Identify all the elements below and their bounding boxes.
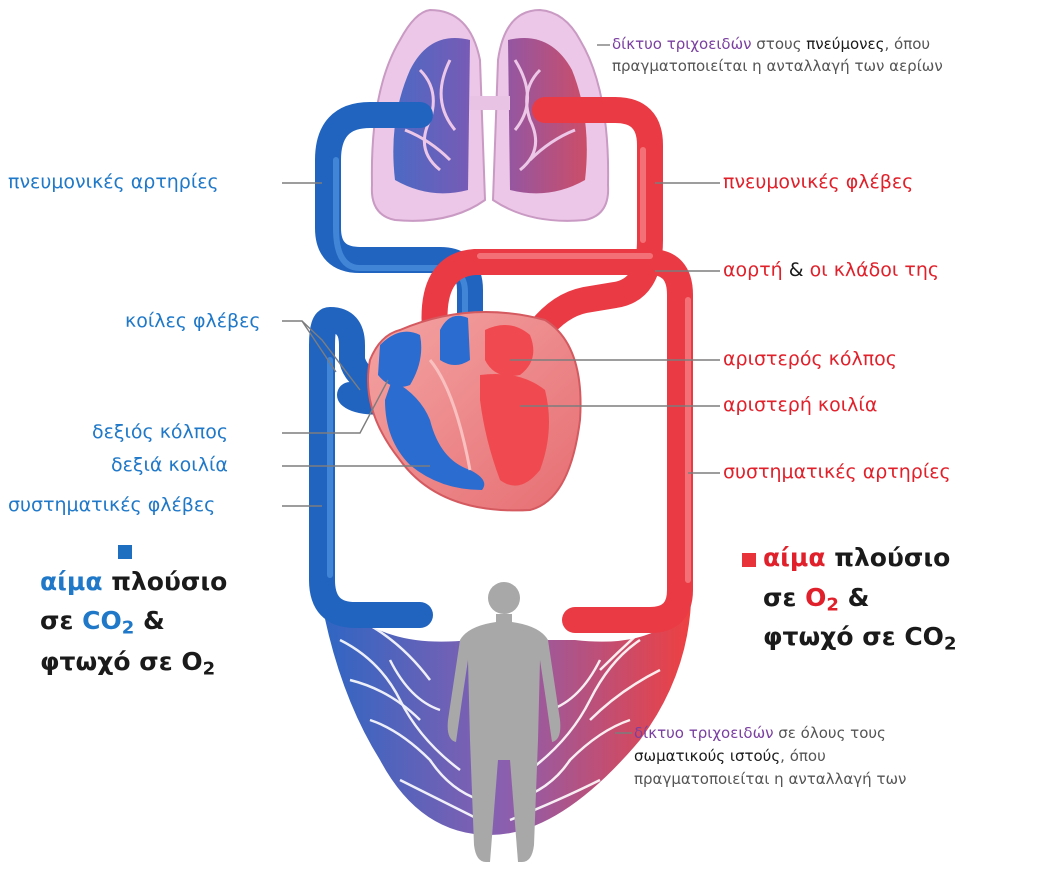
legend-right-o2-sub: 2 (826, 595, 839, 616)
label-venae-cavae: κοίλες φλέβες (125, 310, 261, 332)
legend-left-in: σε (40, 606, 82, 635)
body-note-line3: πραγματοποιείται η ανταλλαγή των (634, 768, 906, 791)
legend-left-line3: φτωχό σε O2 (40, 647, 215, 680)
legend-right-o2-symbol: O (805, 583, 826, 612)
legend-left-poor: φτωχό σε O (40, 647, 203, 676)
lungs-note-organ: πνεύμονες (806, 35, 884, 53)
label-right-ventricle: δεξιά κοιλία (111, 454, 228, 476)
legend-left-amp: & (134, 606, 165, 635)
label-right-atrium: δεξιός κόλπος (92, 421, 228, 443)
legend-right-in: σε (763, 583, 805, 612)
label-aorta-branches: οι κλάδοι της (810, 259, 939, 281)
legend-right-poor-sub: 2 (944, 634, 957, 655)
body-note-tissues: σωματικούς ιστούς (634, 747, 780, 765)
label-left-ventricle: αριστερή κοιλία (723, 394, 877, 416)
lungs-note-line1: δίκτυο τριχοειδών στους πνεύμονες, όπου (612, 33, 943, 55)
label-systemic-veins: συστηματικές φλέβες (8, 494, 215, 516)
legend-left-co2-sub: 2 (122, 618, 135, 639)
legend-left-line2: σε CO2 & (40, 606, 165, 639)
heart (368, 312, 581, 510)
lungs-note-text-end: , όπου (884, 35, 930, 53)
body-note-line1: δίκτυο τριχοειδών σε όλους τους (634, 722, 906, 745)
legend-right-line3: φτωχό σε CO2 (763, 622, 956, 655)
legend-left-blood: αίμα (40, 567, 103, 596)
legend-right-amp: & (839, 583, 870, 612)
lungs-note-text: στους (752, 35, 807, 53)
label-aorta-and-branches: αορτή & οι κλάδοι της (723, 259, 939, 281)
left-atrium-shape (485, 325, 533, 376)
label-pulmonary-arteries: πνευμονικές αρτηρίες (8, 171, 219, 193)
legend-right-blood: αίμα (763, 543, 826, 572)
legend-left-co2: CO2 (82, 606, 134, 635)
legend-right-o2: O2 (805, 583, 839, 612)
label-left-atrium: αριστερός κόλπος (723, 348, 897, 370)
legend-blue-square (118, 545, 132, 559)
legend-right-rich: πλούσιο (826, 543, 951, 572)
legend-left-rich: πλούσιο (103, 567, 228, 596)
body-note-line2: σωματικούς ιστούς, όπου (634, 745, 906, 768)
lungs-note-line2: πραγματοποιείται η ανταλλαγή των αερίων (612, 55, 943, 77)
body-note-text-end: , όπου (780, 747, 826, 765)
legend-red-square (742, 553, 756, 567)
legend-right-line2: σε O2 & (763, 583, 869, 616)
legend-right-poor: φτωχό σε CO (763, 622, 944, 651)
body-capillary-note: δίκτυο τριχοειδών σε όλους τους σωματικο… (634, 722, 906, 791)
legend-left-line1: αίμα πλούσιο (40, 567, 227, 596)
label-pulmonary-veins: πνευμονικές φλέβες (723, 171, 913, 193)
legend-left-poor-sub: 2 (203, 659, 216, 680)
body-note-text: σε όλους τους (774, 724, 886, 742)
label-systemic-arteries: συστηματικές αρτηρίες (723, 461, 951, 483)
lungs-note-highlight: δίκτυο τριχοειδών (612, 35, 752, 53)
body-note-highlight: δίκτυο τριχοειδών (634, 724, 774, 742)
legend-left-co2-symbol: CO (82, 606, 122, 635)
label-aorta: αορτή (723, 259, 783, 281)
legend-right-line1: αίμα πλούσιο (763, 543, 950, 572)
label-aorta-amp: & (783, 259, 810, 281)
lungs-capillary-note: δίκτυο τριχοειδών στους πνεύμονες, όπου … (612, 33, 943, 77)
